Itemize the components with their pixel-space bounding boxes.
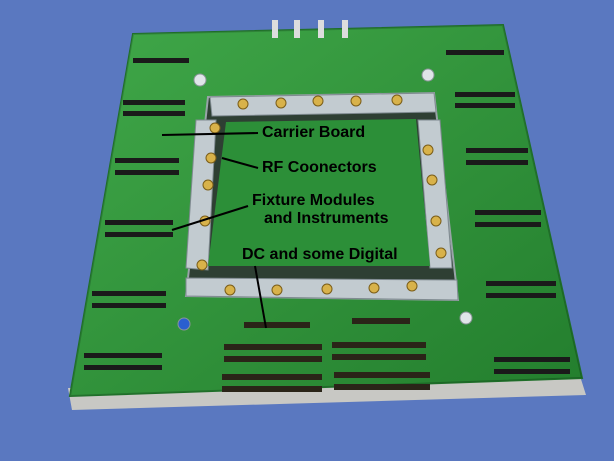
fixture-frame	[185, 92, 459, 301]
fixture-modules-line2: and Instruments	[264, 210, 389, 227]
bottom-headers	[222, 318, 430, 392]
left-headers	[84, 58, 189, 370]
top-sma-connectors	[272, 20, 348, 38]
base-plate	[68, 376, 586, 410]
right-headers	[446, 50, 570, 374]
mounting-holes	[177, 68, 473, 331]
rf-connectors-label: RF Coonectors	[262, 159, 377, 176]
fixture-modules-line1: Fixture Modules	[252, 192, 375, 209]
fixture-modules-label: Fixture Modules and Instruments	[252, 192, 388, 228]
dc-digital-label: DC and some Digital	[242, 246, 398, 263]
carrier-board-label: Carrier Board	[262, 124, 366, 141]
inner-board	[208, 119, 430, 266]
callout-leaders	[161, 132, 267, 329]
